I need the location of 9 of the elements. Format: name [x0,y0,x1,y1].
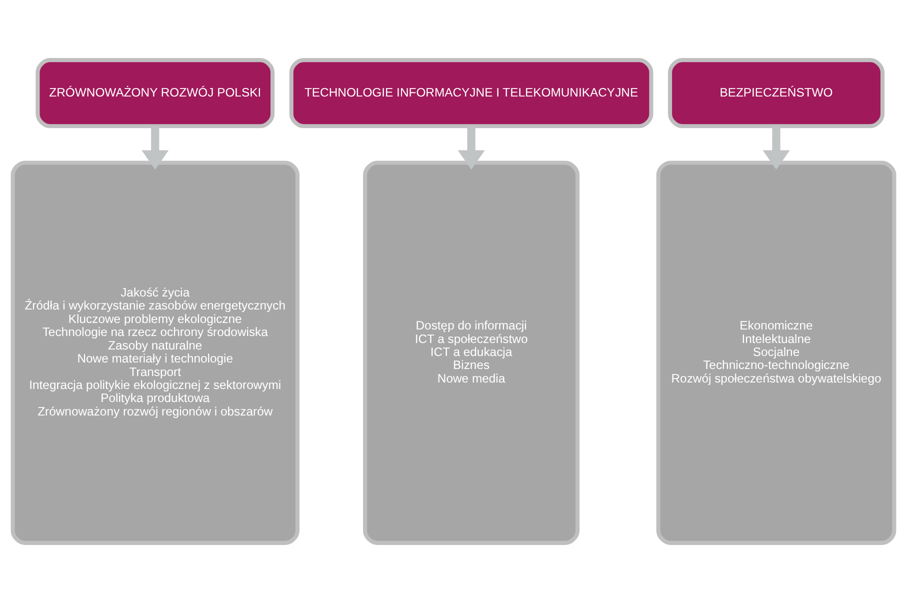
arrow [142,126,169,170]
node-box: Ekonomiczne Intelektualne Socjalne Techniczno-technologiczne Rozwój społeczeństwa obywatelskiego [656,160,896,545]
node-box: BEZPIECZEŃSTWO [668,58,885,128]
node-box: Jakość życia Źródła i wykorzystanie zasobów energetycznych Kluczowe problemy ekologiczne Technologie na rzecz ochrony środowiska Zasoby naturalne Nowe materiały i technologie Transport Integracja politykie ekologicznej z sektorowymi Polityka produktowa Zrównoważony rozwój regionów i obszarów [10,160,300,545]
node-box: Dostęp do informacji ICT a społeczeństwo ICT a edukacja Biznes Nowe media [363,160,580,545]
node-box: TECHNOLOGIE INFORMACYJNE I TELEKOMUNIKACYJNE [289,58,654,128]
node-box: ZRÓWNOWAŻONY ROZWÓJ POLSKI [36,58,275,128]
arrow [458,126,485,170]
arrow [762,126,790,170]
